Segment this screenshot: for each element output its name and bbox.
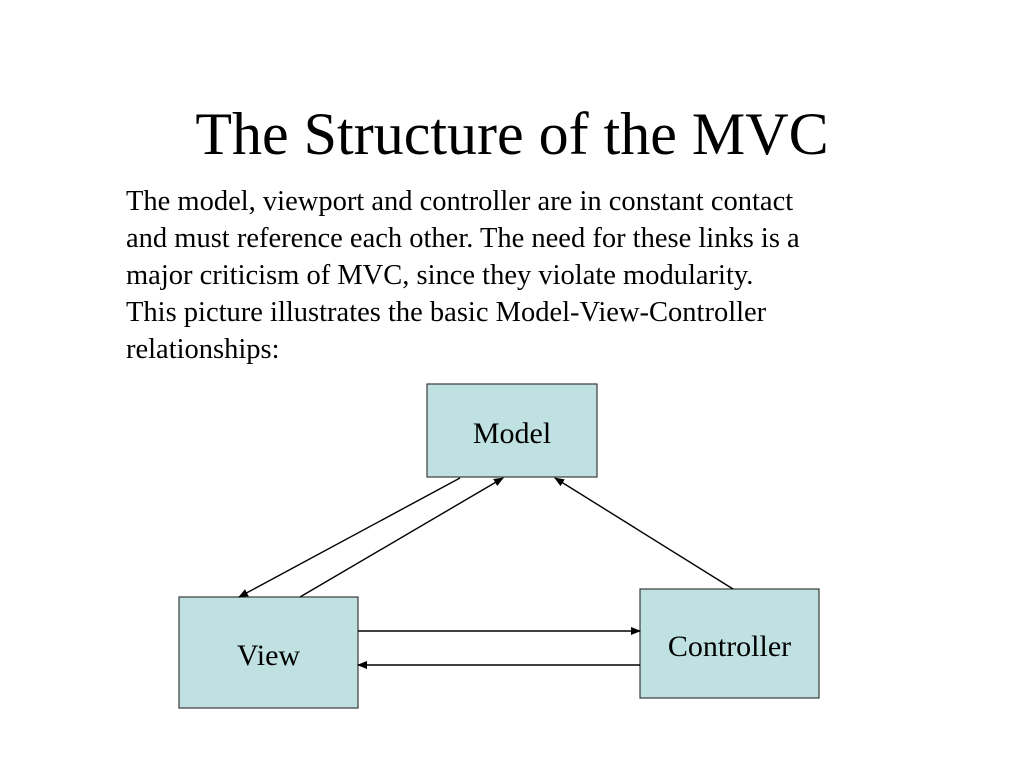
arrow-view-to-model: [299, 477, 504, 598]
slide-body: The model, viewport and controller are i…: [126, 183, 956, 368]
model-label: Model: [473, 417, 551, 450]
body-line: and must reference each other. The need …: [126, 223, 800, 254]
controller-node: Controller: [639, 588, 820, 699]
model-box: [426, 383, 598, 478]
arrow-model-to-view: [238, 477, 461, 598]
slide-title: The Structure of the MVC: [195, 101, 829, 167]
body-line: The model, viewport and controller are i…: [126, 186, 794, 217]
body-line: relationships:: [126, 334, 280, 365]
body-line: major criticism of MVC, since they viola…: [126, 260, 754, 291]
view-node: View: [178, 596, 359, 709]
view-box: [178, 596, 359, 709]
body-line: This picture illustrates the basic Model…: [126, 297, 767, 328]
controller-label: Controller: [668, 630, 791, 663]
view-label: View: [237, 639, 301, 672]
arrow-controller-to-model: [554, 477, 734, 590]
controller-box: [639, 588, 820, 699]
model-node: Model: [426, 383, 598, 478]
